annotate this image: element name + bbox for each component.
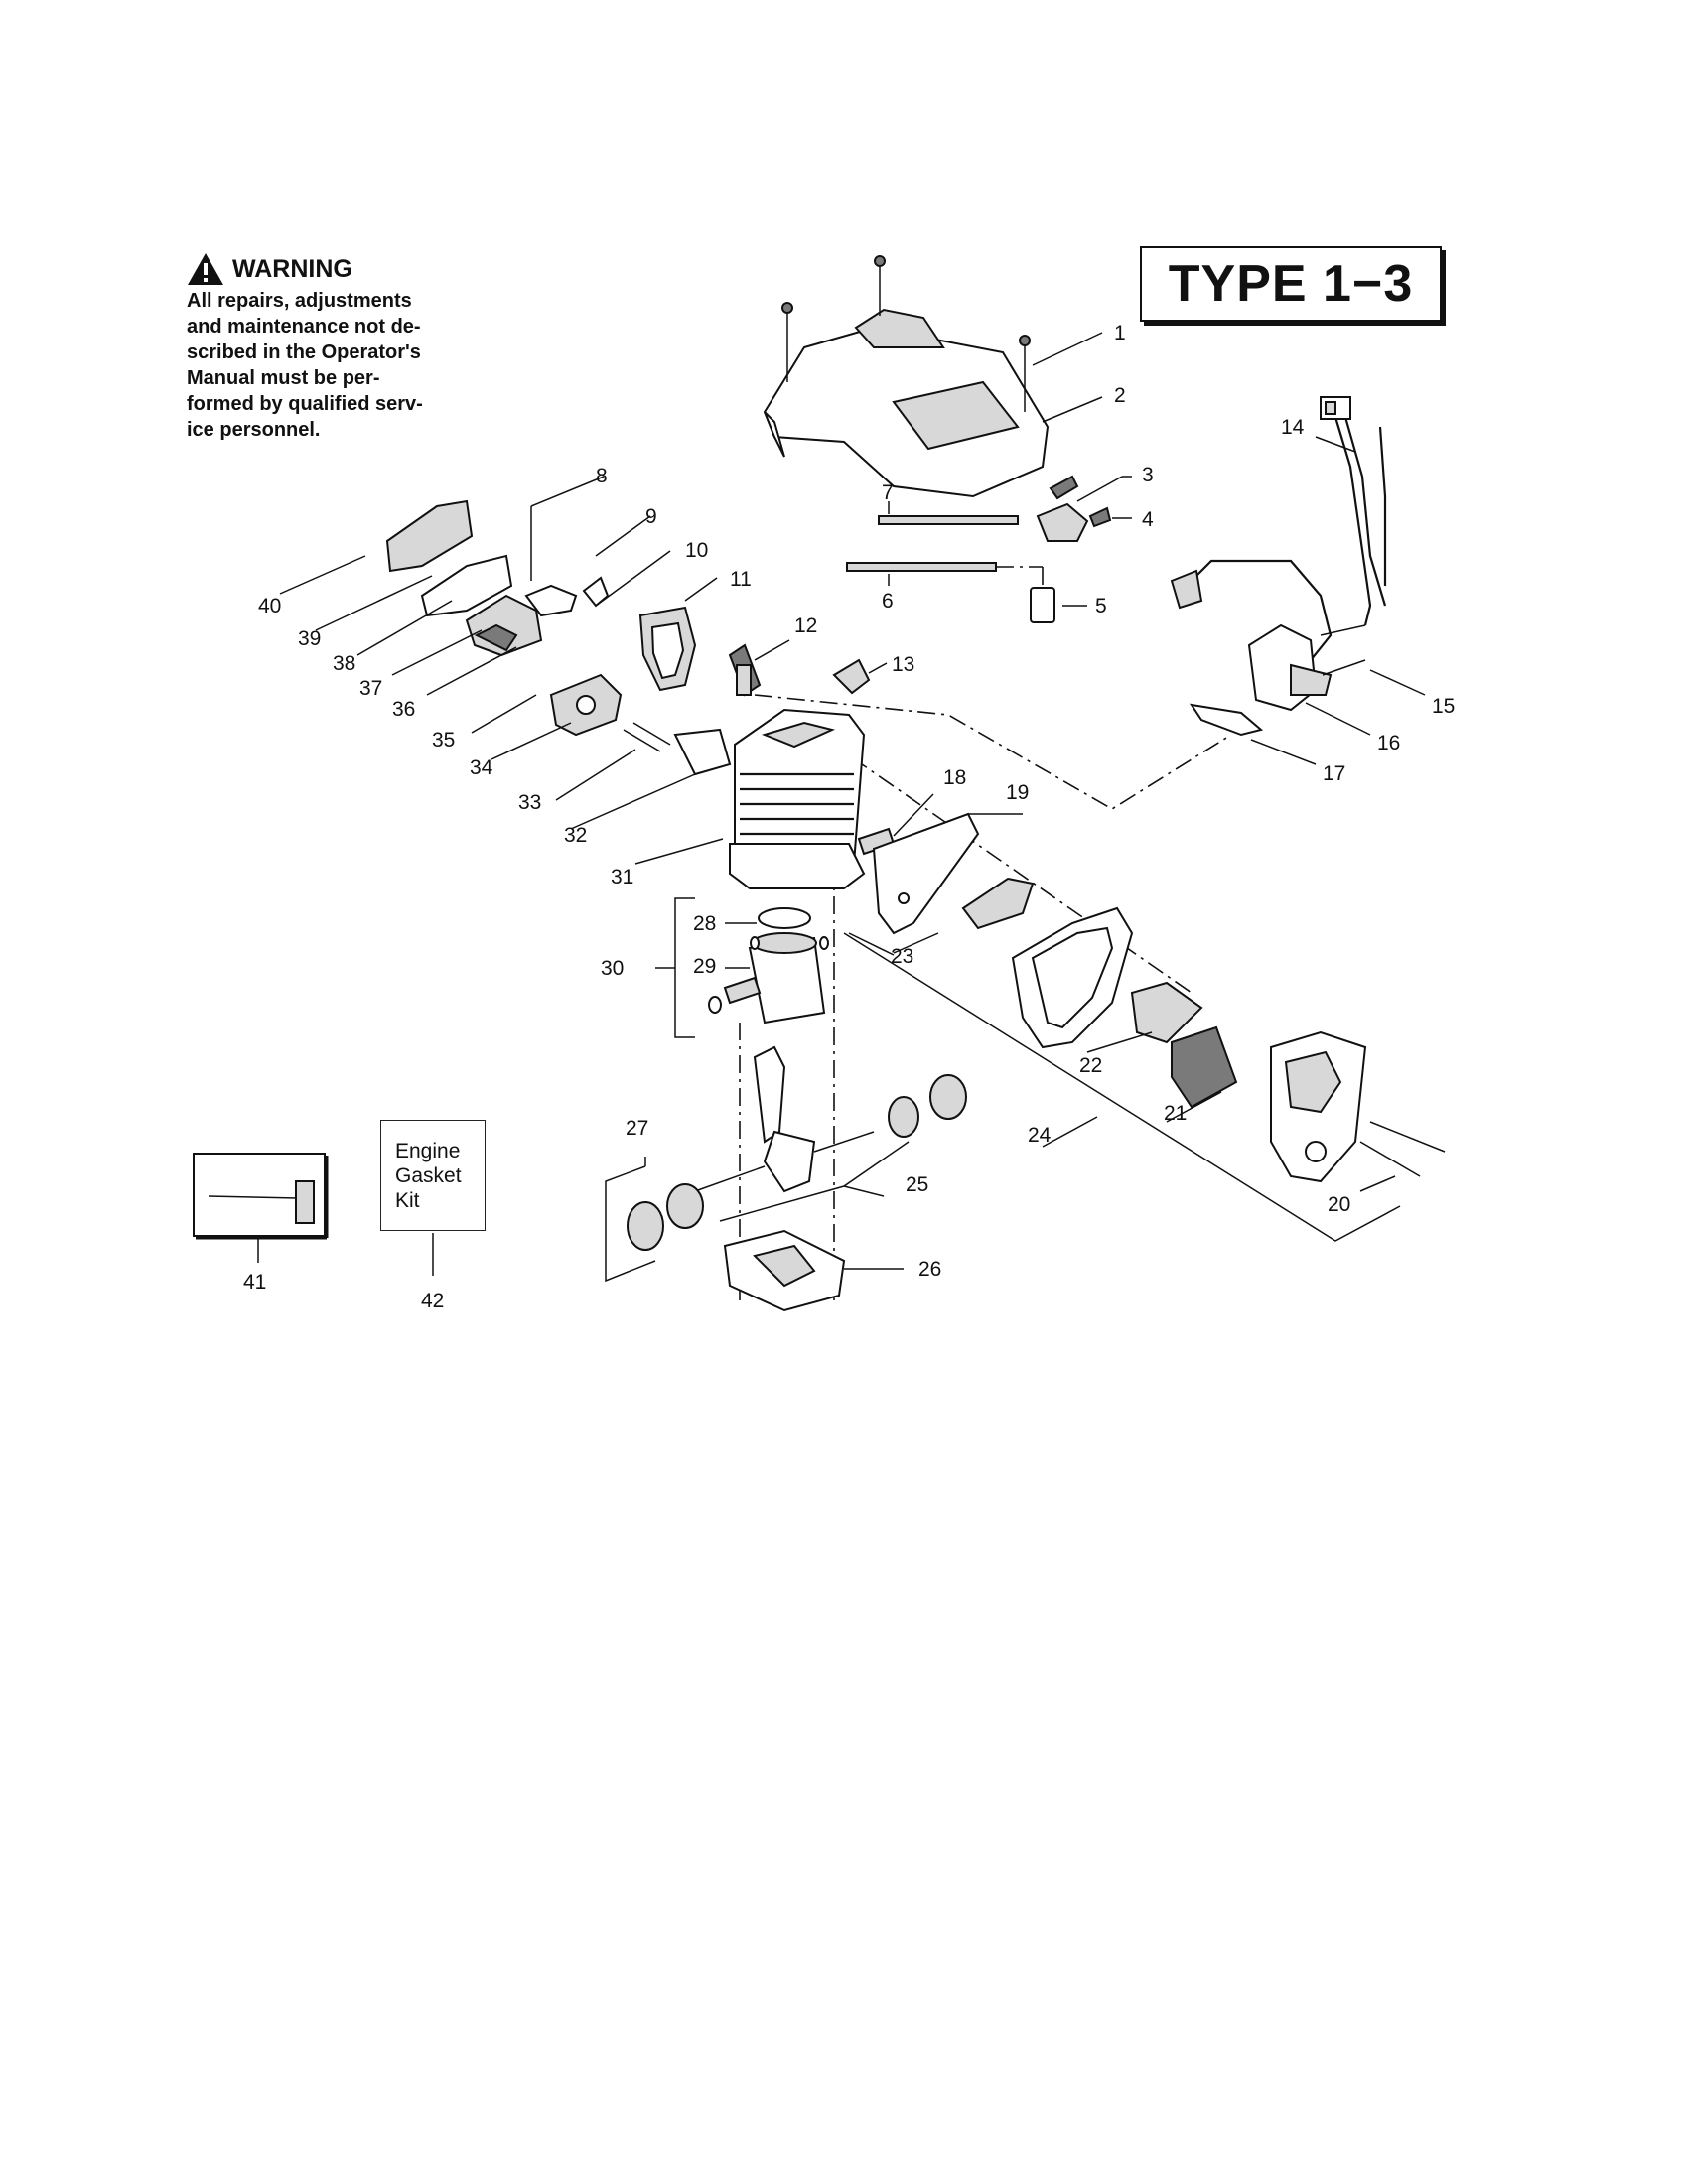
- muffler-gasket-part: [857, 812, 980, 935]
- warning-title: WARNING: [232, 254, 352, 283]
- gasket-ring-part: [638, 606, 697, 692]
- callout-35: 35: [432, 729, 455, 751]
- piston-ring-part: [758, 907, 811, 929]
- callout-15: 15: [1432, 695, 1455, 718]
- air-filter-part: [385, 499, 474, 573]
- kit-line: Gasket: [395, 1164, 462, 1187]
- switch-part: [1036, 475, 1112, 542]
- warning-line: scribed in the Operator's: [187, 341, 421, 363]
- crankcase-part: [723, 1229, 846, 1312]
- callout-21: 21: [1164, 1102, 1187, 1125]
- callout-3: 3: [1142, 464, 1154, 486]
- callout-18: 18: [943, 766, 966, 789]
- callout-13: 13: [892, 653, 914, 676]
- cylinder-cover-screws-part: [781, 255, 1031, 412]
- callout-28: 28: [693, 912, 716, 935]
- carburetor-part: [420, 554, 610, 657]
- type-label: TYPE 1−3: [1140, 246, 1442, 322]
- cylinder-cover-part: [763, 308, 1050, 498]
- crankshaft-part: [694, 1045, 967, 1193]
- callout-4: 4: [1142, 508, 1154, 531]
- warning-line: and maintenance not de-: [187, 316, 421, 338]
- callout-40: 40: [258, 595, 281, 617]
- callout-38: 38: [333, 652, 355, 675]
- callout-12: 12: [794, 614, 817, 637]
- warning-line: All repairs, adjustments: [187, 290, 412, 312]
- wrench-box: [193, 1153, 329, 1240]
- engine-gasket-kit-box: Engine Gasket Kit: [380, 1120, 486, 1231]
- callout-16: 16: [1377, 732, 1400, 754]
- boot-part: [832, 658, 871, 695]
- intake-part: [549, 673, 623, 737]
- bearings-part: [627, 1183, 704, 1251]
- callout-30: 30: [601, 957, 624, 980]
- callout-25: 25: [906, 1173, 928, 1196]
- callout-22: 22: [1079, 1054, 1102, 1077]
- warning-header: WARNING: [187, 252, 465, 286]
- warning-text: All repairs, adjustments and maintenance…: [187, 288, 465, 443]
- callout-36: 36: [392, 698, 415, 721]
- callout-39: 39: [298, 627, 321, 650]
- callout-29: 29: [693, 955, 716, 978]
- screen-part: [1130, 981, 1238, 1109]
- callout-23: 23: [891, 945, 913, 968]
- cylinder-part: [729, 708, 866, 889]
- callout-41: 41: [243, 1271, 266, 1294]
- warning-line: formed by qualified serv-: [187, 393, 423, 415]
- callout-17: 17: [1323, 762, 1345, 785]
- kit-line: Kit: [395, 1189, 420, 1212]
- callout-27: 27: [626, 1117, 648, 1140]
- callout-11: 11: [730, 568, 752, 591]
- callout-33: 33: [518, 791, 541, 814]
- warning-line: ice personnel.: [187, 419, 321, 441]
- callout-37: 37: [359, 677, 382, 700]
- muffler-part: [1011, 906, 1134, 1049]
- callout-42: 42: [421, 1290, 444, 1312]
- gasket-part: [961, 877, 1035, 930]
- warning-notice: WARNING All repairs, adjustments and mai…: [187, 252, 465, 443]
- callout-7: 7: [882, 481, 894, 504]
- callout-34: 34: [470, 756, 493, 779]
- warning-triangle-icon: [188, 253, 223, 285]
- callout-5: 5: [1095, 595, 1107, 617]
- callout-10: 10: [685, 539, 708, 562]
- kit-line: Engine: [395, 1140, 461, 1162]
- spark-plug-part: [728, 643, 762, 697]
- piston-part: [708, 932, 829, 1024]
- fuel-line-part: [846, 515, 1055, 623]
- ignition-module-part: [1170, 559, 1366, 737]
- callout-14: 14: [1281, 416, 1305, 439]
- callout-31: 31: [611, 866, 633, 888]
- callout-2: 2: [1114, 384, 1126, 407]
- callout-1: 1: [1114, 322, 1126, 344]
- callout-20: 20: [1328, 1193, 1350, 1216]
- callout-8: 8: [596, 465, 608, 487]
- ignition-lead-part: [1320, 396, 1387, 626]
- callout-24: 24: [1028, 1124, 1052, 1147]
- callout-9: 9: [645, 505, 657, 528]
- callout-32: 32: [564, 824, 587, 847]
- muffler-cover-part: [1270, 1030, 1446, 1183]
- warning-line: Manual must be per-: [187, 367, 380, 389]
- intake-bolts-part: [623, 722, 732, 776]
- callout-26: 26: [918, 1258, 941, 1281]
- callout-labels: 1 2 3 4 5 6 7 8 9 10 11 12 13 14 15 16 1…: [243, 322, 1455, 1312]
- callout-19: 19: [1006, 781, 1029, 804]
- callout-6: 6: [882, 590, 894, 613]
